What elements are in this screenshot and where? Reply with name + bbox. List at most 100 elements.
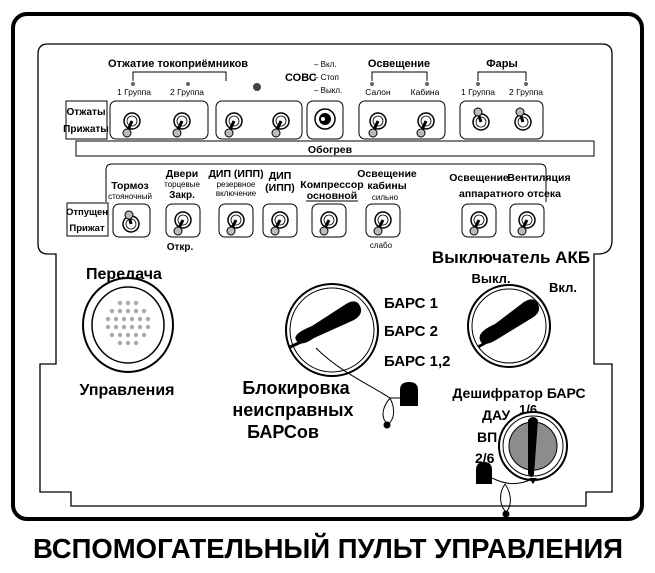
dip-label-1: ДИП [269, 170, 292, 182]
decoder-title: Дешифратор БАРС [452, 385, 585, 401]
top-row-down-label: Прижаты [63, 124, 109, 135]
headlights-g2-indicator [524, 82, 528, 86]
brake-label-1: Тормоз [111, 180, 149, 192]
toggle-switch[interactable] [173, 211, 192, 236]
pantograph-switch-frame [109, 100, 209, 140]
sovs-label: СОВС [285, 72, 317, 84]
toggle-switch[interactable] [271, 112, 290, 138]
akb-title: Выключатель АКБ [432, 248, 590, 267]
decoder-26-label: 2/6 [475, 450, 495, 466]
block-label-3: БАРСов [247, 422, 319, 442]
compressor-switch-frame [311, 203, 347, 238]
toggle-switch[interactable] [469, 211, 488, 236]
panel-title: ВСПОМОГАТЕЛЬНЫЙ ПУЛЬТ УПРАВЛЕНИЯ [33, 532, 623, 564]
lighting-salon-label: Салон [365, 87, 391, 97]
akb-on-label: Вкл. [549, 280, 577, 295]
sovs-rotary-switch[interactable] [314, 108, 336, 130]
decoder-dau-label: ДАУ [482, 407, 511, 423]
sovs-on-label: – Вкл. [314, 60, 337, 69]
pantograph-aux-switch-frame [215, 100, 303, 140]
cabin-light-label-1: Освещение [357, 168, 417, 180]
compressor-label-2: основной [307, 190, 358, 202]
pantograph-g2-label: 2 Группа [170, 87, 204, 97]
doors-closed-label: Закр. [169, 190, 195, 201]
sovs-switch-frame [306, 100, 344, 140]
toggle-switch[interactable] [472, 107, 490, 131]
dip-switch-frame [262, 203, 298, 238]
toggle-switch[interactable] [416, 112, 435, 138]
decoder-seal-wire [476, 462, 531, 518]
bars-selector-knob[interactable] [285, 283, 379, 377]
akb-off-label: Выкл. [471, 271, 510, 286]
lead-seal-icon [476, 462, 492, 484]
mid-row-up-label: Отпущен [66, 207, 108, 218]
headlights-switch-frame [459, 100, 544, 140]
equip-bay-label: аппаратного отсека [459, 188, 561, 200]
toggle-switch[interactable] [514, 107, 532, 131]
pantograph-bracket [132, 71, 227, 81]
mid-row-label-box [66, 202, 109, 237]
speaker-grille-icon [105, 300, 151, 346]
toggle-switch[interactable] [122, 210, 140, 233]
toggle-switch[interactable] [122, 112, 141, 138]
brake-label-2: стояночный [108, 192, 152, 201]
pantograph-g1-label: 1 Группа [117, 87, 151, 97]
dip-reserve-label-1: ДИП (ИПП) [208, 168, 263, 180]
bars-2-label: БАРС 2 [384, 323, 438, 340]
sovs-off-label: – Выкл. [314, 86, 342, 95]
equip-light-switch-frame [461, 203, 497, 238]
headlights-title: Фары [486, 58, 518, 70]
panel-inner-outline [37, 43, 613, 507]
toggle-switch[interactable] [226, 211, 245, 236]
heating-bar [75, 140, 595, 157]
cabin-light-strong-label: сильно [372, 193, 399, 202]
pantograph-g1-indicator [131, 82, 135, 86]
mid-row-down-label: Прижат [69, 223, 105, 234]
toggle-switch[interactable] [270, 211, 289, 236]
toggle-switch[interactable] [224, 112, 243, 138]
toggle-switch[interactable] [373, 211, 392, 236]
sovs-stop-label: – Стоп [314, 73, 339, 82]
microphone-button[interactable] [82, 277, 174, 373]
lighting-cabin-label: Кабина [411, 87, 440, 97]
ventilation-label: Вентиляция [507, 172, 570, 184]
lighting-switch-frame [358, 100, 446, 140]
toggle-switch[interactable] [319, 211, 338, 236]
panel-outer-frame [11, 12, 644, 521]
dip-reserve-label-3: включение [216, 189, 257, 198]
top-row-label-box [65, 100, 108, 140]
brake-switch-frame [112, 203, 151, 238]
pantograph-title: Отжатие токоприёмников [108, 58, 248, 70]
headlights-g2-label: 2 Группа [509, 87, 543, 97]
decoder-knob[interactable] [498, 411, 568, 484]
headlights-bracket [477, 71, 527, 81]
headlights-g1-indicator [476, 82, 480, 86]
battery-switch-knob[interactable] [467, 284, 551, 368]
cabin-light-label-2: кабины [367, 180, 406, 192]
bars-12-label: БАРС 1,2 [384, 353, 451, 370]
block-label-2: неисправных [232, 400, 353, 420]
control-label: Управления [80, 382, 175, 399]
lighting-title: Освещение [368, 58, 430, 70]
dip-label-2: (ИПП) [265, 182, 295, 194]
ventilation-switch-frame [509, 203, 545, 238]
decoder-vp-label: ВП [477, 429, 497, 445]
indicator-lamp [253, 83, 261, 91]
block-label-1: Блокировка [242, 378, 350, 398]
toggle-switch[interactable] [517, 211, 536, 236]
dip-reserve-switch-frame [218, 203, 254, 238]
doors-label-1: Двери [166, 168, 199, 180]
lighting-cabin-indicator [425, 82, 429, 86]
doors-switch-frame [165, 203, 201, 238]
cabin-light-switch-frame [365, 203, 401, 238]
transmit-label: Передача [86, 266, 162, 283]
heating-label: Обогрев [308, 144, 353, 156]
top-row-up-label: Отжаты [66, 107, 105, 118]
bars-1-label: БАРС 1 [384, 295, 438, 312]
toggle-switch[interactable] [368, 112, 387, 138]
seal-wire [315, 347, 418, 429]
doors-open-label: Откр. [167, 242, 194, 253]
toggle-switch[interactable] [172, 112, 191, 138]
doors-label-2: торцевые [164, 180, 200, 189]
dip-reserve-label-2: резервное [217, 180, 256, 189]
